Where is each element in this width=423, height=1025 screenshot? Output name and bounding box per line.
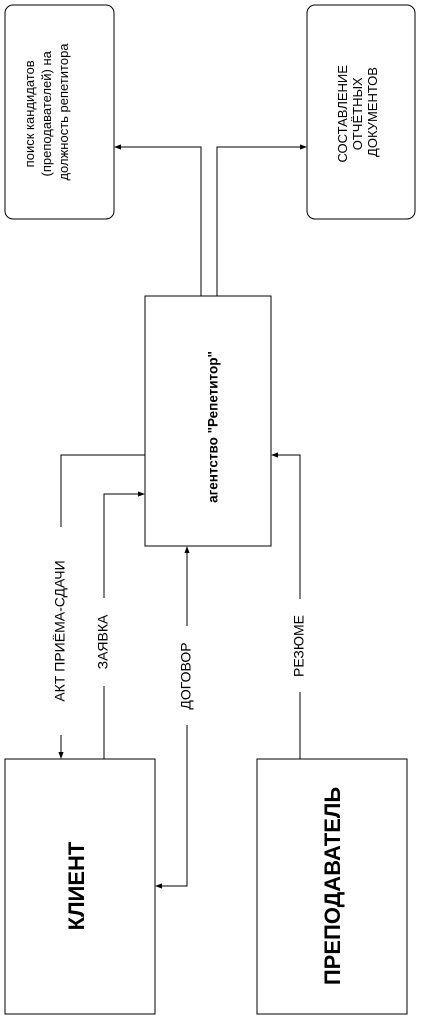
resume-flow-label: РЕЗЮМЕ xyxy=(291,615,307,677)
act-flow-label: АКТ ПРИЁМА-СДАЧИ xyxy=(52,560,68,701)
client-label: КЛИЕНТ xyxy=(64,841,89,930)
client-box xyxy=(4,758,156,1015)
teacher-box xyxy=(256,758,408,1015)
contract-flow-label: ДОГОВОР xyxy=(178,642,194,709)
reports-line-1: СОСТАВЛЕНИЕ xyxy=(335,65,350,163)
search-line-3: должность репетитора xyxy=(56,43,71,181)
request-flow-label: ЗАЯВКА xyxy=(95,614,111,669)
agency-to-reports-connector xyxy=(216,144,307,296)
search-line-2: (преподавателей) на xyxy=(39,50,54,176)
agency-box xyxy=(144,295,272,547)
contract-connector-lower xyxy=(155,725,188,889)
reports-box xyxy=(306,4,416,220)
agency-to-search-connector xyxy=(114,144,202,296)
search-box-label: поиск кандидатов (преподавателей) на дол… xyxy=(22,43,71,181)
act-connector-upper xyxy=(60,454,145,527)
search-candidates-box xyxy=(4,4,115,220)
agency-label: агентство "Репетитор" xyxy=(206,351,221,503)
search-line-1: поиск кандидатов xyxy=(22,60,37,167)
reports-line-3: ДОКУМЕНТОВ xyxy=(365,67,380,157)
reports-box-label: СОСТАВЛЕНИЕ ОТЧЁТНЫХ ДОКУМЕНТОВ xyxy=(335,61,380,162)
request-connector-upper xyxy=(103,491,145,598)
resume-connector-upper xyxy=(271,452,301,599)
reports-line-2: ОТЧЁТНЫХ xyxy=(350,77,365,150)
teacher-label: ПРЕПОДАВАТЕЛЬ xyxy=(320,787,345,985)
